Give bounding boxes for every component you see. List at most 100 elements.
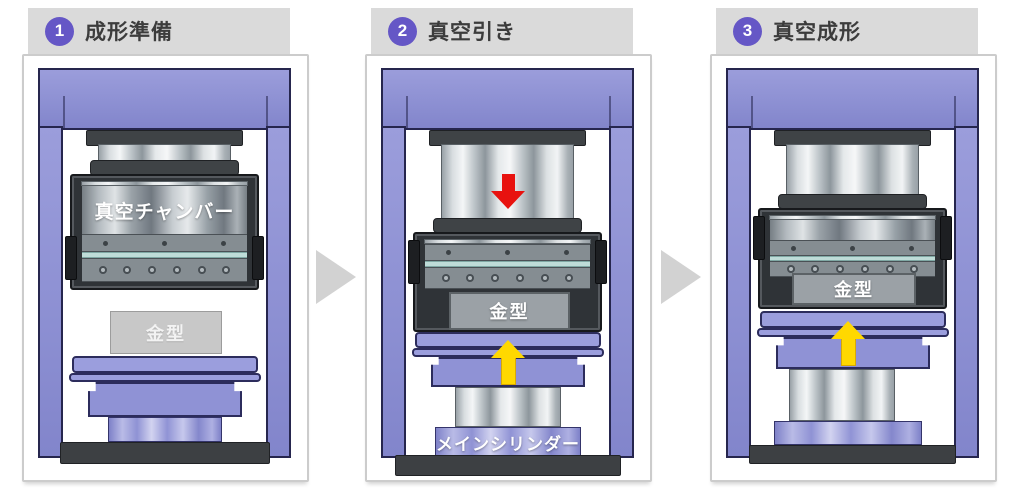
beam-joint-seam bbox=[751, 96, 753, 130]
bolt-dot bbox=[103, 240, 108, 246]
main-cylinder-block bbox=[774, 421, 922, 445]
step-title: 真空成形 bbox=[773, 21, 861, 44]
bolt-hole bbox=[811, 265, 820, 273]
chamber-clamp-right bbox=[252, 236, 264, 280]
chamber-collar bbox=[778, 194, 927, 209]
press-base-block bbox=[88, 382, 242, 417]
vacuum-chamber: 金型 bbox=[753, 208, 952, 309]
bolt-dot bbox=[850, 245, 855, 251]
bolt-hole bbox=[565, 274, 574, 282]
press-column-right bbox=[609, 126, 634, 458]
step-header: 1 成形準備 bbox=[28, 8, 290, 54]
chamber-bolt-row-lower bbox=[425, 267, 590, 289]
press-up-arrow-icon bbox=[491, 340, 525, 385]
bolster-plate bbox=[72, 356, 258, 373]
machine-base-plate bbox=[395, 455, 621, 476]
press-up-arrow-icon bbox=[831, 321, 865, 366]
next-step-arrow-icon bbox=[661, 250, 701, 304]
bolt-hole bbox=[197, 266, 206, 274]
bolt-hole bbox=[222, 266, 231, 274]
step-panel-3: 3 真空成形 bbox=[710, 8, 998, 490]
bolt-hole bbox=[441, 274, 450, 282]
bolt-dot bbox=[791, 245, 796, 251]
bolt-hole bbox=[515, 274, 524, 282]
machine-base-plate bbox=[60, 442, 270, 464]
bolt-hole bbox=[148, 266, 157, 274]
bolt-hole bbox=[466, 274, 475, 282]
ram-cylinder bbox=[786, 144, 919, 197]
vacuum-chamber: 金型 bbox=[408, 232, 607, 332]
bolt-hole bbox=[491, 274, 500, 282]
chamber-collar bbox=[433, 218, 582, 233]
mold-block: 金型 bbox=[792, 273, 916, 305]
vacuum-chamber: 真空チャンバー bbox=[65, 174, 264, 290]
press-column-left bbox=[381, 126, 406, 458]
bolt-hole bbox=[885, 265, 894, 273]
press-frame-beam bbox=[38, 68, 291, 130]
chamber-seal-strip bbox=[82, 252, 247, 258]
bolt-dot bbox=[564, 250, 569, 255]
step-number-badge: 3 bbox=[733, 16, 762, 46]
beam-joint-seam bbox=[954, 96, 956, 130]
next-step-arrow-icon bbox=[316, 250, 356, 304]
press-frame-beam bbox=[381, 68, 634, 130]
lower-cylinder bbox=[789, 369, 895, 421]
mold-block: 金型 bbox=[449, 292, 570, 330]
press-column-right bbox=[954, 126, 979, 458]
step-number-badge: 1 bbox=[45, 16, 74, 46]
step-title: 真空引き bbox=[428, 21, 516, 44]
bolt-hole bbox=[98, 266, 107, 274]
press-frame-beam bbox=[726, 68, 979, 130]
bolt-hole bbox=[836, 265, 845, 273]
step-panel-1: 1 成形準備 真空チャンバー bbox=[22, 8, 309, 490]
chamber-top-strip bbox=[81, 181, 248, 186]
step-header: 3 真空成形 bbox=[716, 8, 978, 54]
chamber-clamp-left bbox=[65, 236, 77, 280]
step-number-badge: 2 bbox=[388, 16, 417, 46]
step-header: 2 真空引き bbox=[371, 8, 633, 54]
press-column-left bbox=[38, 126, 63, 458]
press-down-arrow-icon bbox=[491, 174, 525, 209]
chamber-bolt-row-upper bbox=[425, 244, 590, 261]
machine-base-plate bbox=[749, 445, 956, 464]
chamber-bolt-row-lower bbox=[82, 258, 247, 282]
beam-joint-seam bbox=[406, 96, 408, 130]
bolt-hole bbox=[910, 265, 919, 273]
step-title: 成形準備 bbox=[85, 21, 173, 44]
chamber-bolt-row-upper bbox=[82, 234, 247, 252]
bolt-dot bbox=[446, 250, 451, 255]
bolt-dot bbox=[505, 250, 510, 255]
bolt-dot bbox=[221, 240, 226, 246]
main-cylinder-block: メインシリンダー bbox=[435, 427, 581, 457]
chamber-label: 真空チャンバー bbox=[82, 186, 247, 234]
bolster-step bbox=[69, 373, 261, 382]
chamber-clamp-left bbox=[408, 240, 420, 284]
chamber-bolt-row-upper bbox=[770, 240, 935, 256]
step-illustration-box: 金型 bbox=[710, 54, 997, 482]
bolt-hole bbox=[540, 274, 549, 282]
step-illustration-box: 真空チャンバー 金型 bbox=[22, 54, 309, 482]
chamber-seal-strip bbox=[770, 256, 935, 261]
step-panel-2: 2 真空引き bbox=[365, 8, 652, 490]
chamber-clamp-left bbox=[753, 216, 765, 260]
press-column-left bbox=[726, 126, 751, 458]
step-illustration-box: 金型 メインシリンダー bbox=[365, 54, 652, 482]
bolt-hole bbox=[860, 265, 869, 273]
chamber-seal-strip bbox=[425, 261, 590, 267]
mold-block: 金型 bbox=[110, 311, 222, 354]
bolt-hole bbox=[172, 266, 181, 274]
press-machine-scene: 真空チャンバー 金型 bbox=[24, 56, 307, 480]
lower-cylinder bbox=[108, 417, 222, 442]
press-machine-scene: 金型 bbox=[712, 56, 995, 480]
bolt-dot bbox=[162, 240, 167, 246]
press-machine-scene: 金型 メインシリンダー bbox=[367, 56, 650, 480]
bolt-hole bbox=[786, 265, 795, 273]
press-column-right bbox=[266, 126, 291, 458]
bolt-hole bbox=[123, 266, 132, 274]
chamber-top-strip bbox=[424, 239, 591, 244]
lower-cylinder bbox=[455, 387, 561, 427]
beam-joint-seam bbox=[609, 96, 611, 130]
beam-joint-seam bbox=[266, 96, 268, 130]
chamber-clamp-right bbox=[595, 240, 607, 284]
